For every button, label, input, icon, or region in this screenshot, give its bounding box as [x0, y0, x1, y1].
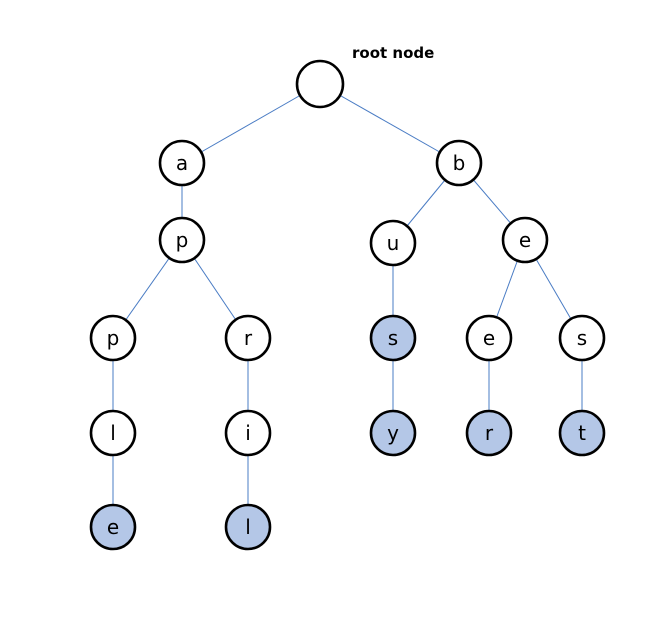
node-circle	[158, 139, 206, 187]
node-letter: t	[578, 421, 586, 445]
terminal-node-circle	[369, 409, 417, 457]
node-circle	[224, 314, 272, 362]
trie-node-busy: y	[369, 409, 417, 457]
trie-node-apri: i	[224, 409, 272, 457]
trie-node-appl: l	[89, 409, 137, 457]
node-circle	[435, 139, 483, 187]
node-letter: u	[387, 231, 400, 255]
trie-node-april: l	[224, 503, 272, 551]
trie-node-root	[295, 59, 345, 109]
node-letter: r	[485, 421, 494, 445]
node-letter: e	[519, 228, 531, 252]
trie-node-be: e	[501, 216, 549, 264]
node-letter: b	[453, 151, 466, 175]
node-circle	[224, 409, 272, 457]
trie-node-ap: p	[158, 216, 206, 264]
root-node-caption: root node	[352, 44, 435, 62]
node-circle	[465, 314, 513, 362]
node-circle	[295, 59, 345, 109]
node-letter: l	[245, 515, 251, 539]
trie-node-beer: r	[465, 409, 513, 457]
node-letter: p	[176, 228, 189, 252]
terminal-node-circle	[89, 503, 137, 551]
trie-node-bes: s	[558, 314, 606, 362]
node-circle	[501, 216, 549, 264]
terminal-node-circle	[224, 503, 272, 551]
nodes-layer: a b p u e p r s e s l i y r t e l	[89, 59, 606, 551]
trie-node-bee: e	[465, 314, 513, 362]
node-letter: r	[244, 326, 253, 350]
node-circle	[89, 314, 137, 362]
node-letter: l	[110, 421, 116, 445]
node-letter: e	[483, 326, 495, 350]
terminal-node-circle	[558, 409, 606, 457]
node-circle	[158, 216, 206, 264]
node-letter: p	[107, 326, 120, 350]
terminal-node-circle	[369, 314, 417, 362]
node-circle	[558, 314, 606, 362]
edge-root-a	[181, 83, 321, 164]
trie-node-app: p	[89, 314, 137, 362]
trie-node-apr: r	[224, 314, 272, 362]
node-circle	[89, 409, 137, 457]
terminal-node-circle	[465, 409, 513, 457]
trie-node-b: b	[435, 139, 483, 187]
edge-root-b	[319, 83, 460, 164]
trie-node-bu: u	[369, 219, 417, 267]
node-letter: y	[387, 421, 399, 445]
trie-node-apple: e	[89, 503, 137, 551]
node-letter: e	[107, 515, 119, 539]
node-letter: i	[245, 421, 251, 445]
node-letter: s	[577, 326, 587, 350]
node-circle	[369, 219, 417, 267]
trie-node-bus: s	[369, 314, 417, 362]
node-letter: s	[388, 326, 398, 350]
trie-node-best: t	[558, 409, 606, 457]
node-letter: a	[176, 151, 188, 175]
trie-node-a: a	[158, 139, 206, 187]
